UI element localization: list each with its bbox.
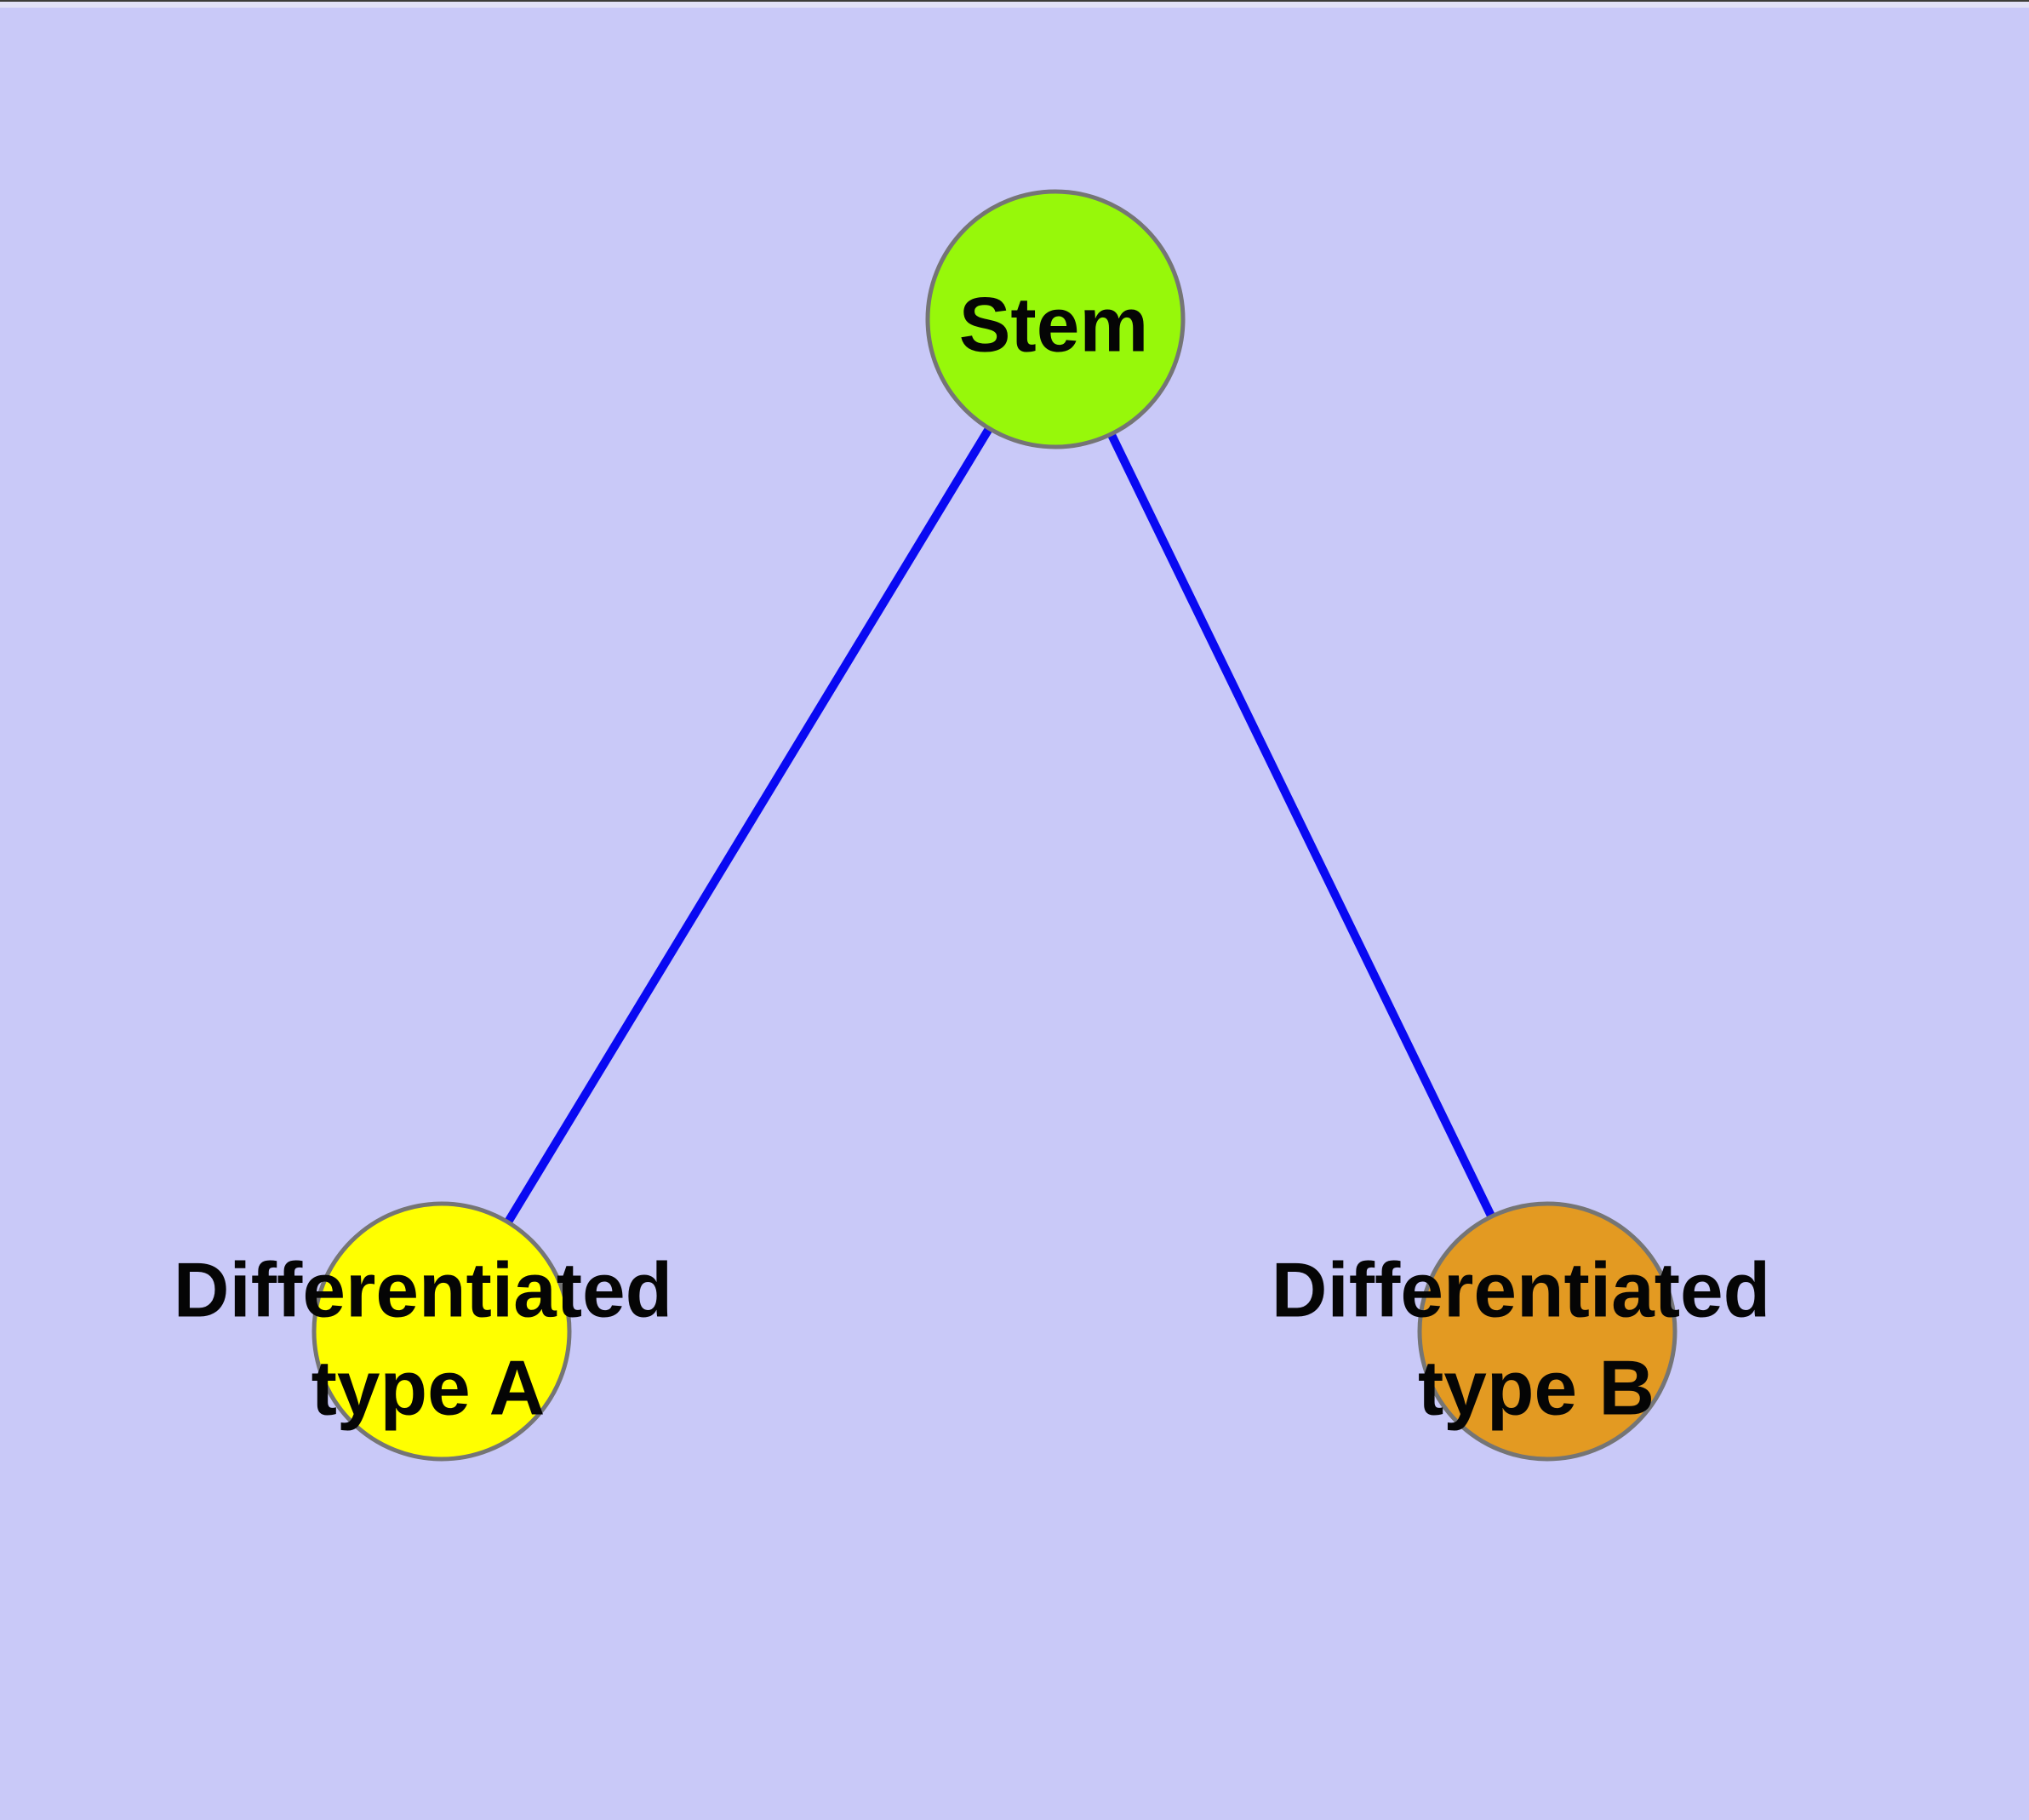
node-type-b-label-line2: type B [1417,1345,1655,1432]
node-type-a-label-line2: type A [311,1345,546,1432]
node-type-a-circle [311,1201,572,1462]
node-type-b-label-line1: Differentiated [1271,1247,1771,1334]
window-top-edge-band [0,2,2029,8]
node-stem-circle [925,189,1186,449]
node-type-b-circle [1417,1201,1677,1462]
edge-stem-to-type-a [437,317,1060,1334]
node-stem-label: Stem [958,282,1149,369]
node-type-a-label-line1: Differentiated [173,1247,673,1334]
window-top-edge-line [0,0,2029,2]
edge-stem-to-type-b [1051,317,1552,1334]
